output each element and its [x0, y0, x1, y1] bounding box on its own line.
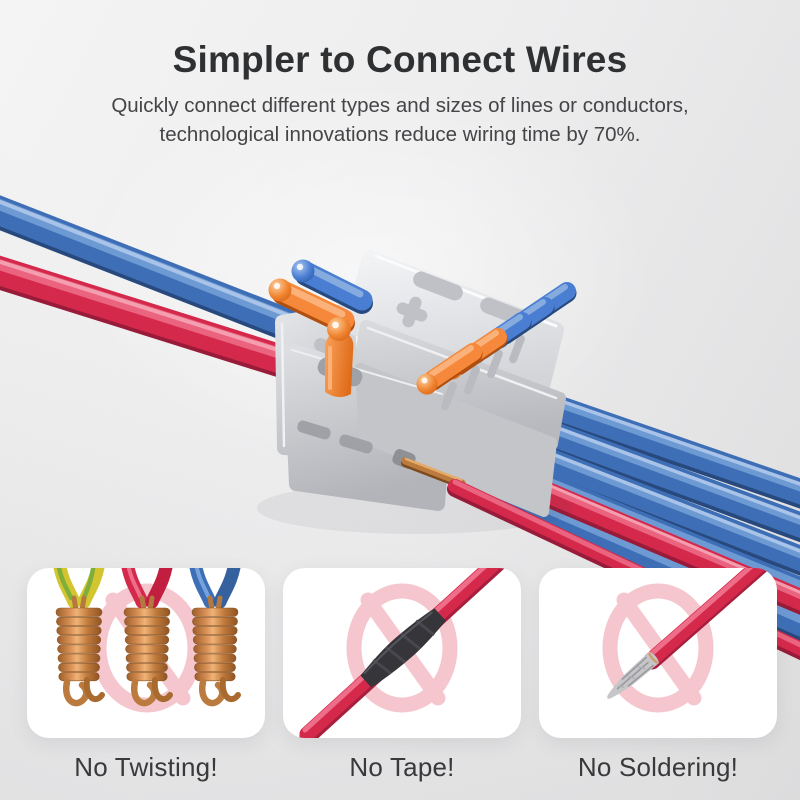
- rail-fins: [441, 334, 525, 411]
- front-vent: [297, 420, 331, 440]
- output-levers: [416, 282, 577, 395]
- subtitle-line-2: technological innovations reduce wiring …: [159, 122, 641, 146]
- raised-lever-orange: [317, 317, 363, 398]
- bare-copper-strand: [401, 457, 466, 487]
- left-edge-highlight: [280, 322, 286, 448]
- lever-ball-orange: [268, 278, 292, 302]
- lever-ball-blue: [291, 259, 315, 283]
- header: Simpler to Connect Wires Quickly connect…: [0, 0, 800, 149]
- input-wire-blue: [0, 195, 334, 354]
- page-title: Simpler to Connect Wires: [172, 39, 628, 80]
- subtitle-line-1: Quickly connect different types and size…: [111, 94, 689, 117]
- connector-illustration: [0, 195, 800, 661]
- front-vents: [297, 420, 373, 454]
- output-lever-orange: [416, 343, 483, 395]
- subtitle: Quickly connect different types and size…: [60, 92, 740, 149]
- input-lever-orange: [268, 278, 355, 334]
- input-wire-red: [0, 255, 338, 391]
- lever-ball-orange: [327, 317, 351, 341]
- deck-cross-cutout: [396, 302, 428, 322]
- wire-connector: [257, 250, 800, 661]
- input-lever-blue: [291, 259, 373, 314]
- front-vent: [339, 434, 373, 454]
- input-wires: [0, 195, 338, 391]
- deck-slot: [413, 271, 463, 301]
- connector-output-face: [355, 363, 557, 517]
